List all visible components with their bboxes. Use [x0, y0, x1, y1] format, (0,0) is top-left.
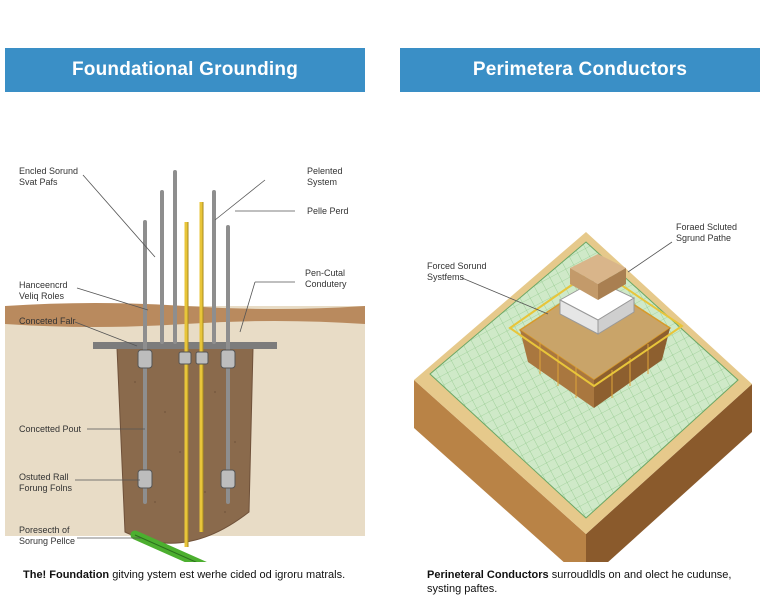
- leader-lines: [74, 174, 295, 539]
- excavation-rebar: [539, 342, 649, 398]
- label-pen-cutal: Pen-Cutal Condutery: [305, 268, 347, 289]
- label-perimeter-ground: Poresecth of Sorung Pellce: [19, 525, 76, 546]
- label-forced-ground: Forced Sorund Systfems: [427, 261, 487, 282]
- right-caption: Perineteral Conductors surroudldls on an…: [427, 568, 757, 596]
- label-reinforced-rods: Hanceencrd Veliq Roles: [19, 280, 68, 301]
- yellow-conductors: [184, 202, 203, 547]
- foundation-grounding-illustration: [5, 170, 365, 562]
- panel-title: Perimetera Conductors: [400, 48, 760, 92]
- label-patented-system: Pelented System: [307, 166, 343, 187]
- right-caption-bold: Perineteral Conductors: [427, 569, 549, 581]
- left-caption-text: gitving ystem est werhe cided od igroru …: [109, 569, 346, 581]
- left-caption-bold: The! Foundation: [23, 569, 110, 581]
- left-caption: The! Foundation gitving ystem est werhe …: [23, 568, 373, 582]
- perimeter-grid-illustration: [414, 232, 752, 562]
- soil-texture: [134, 381, 236, 513]
- leader-lines: [461, 241, 673, 315]
- block-right-face: [586, 384, 752, 562]
- rod-clamps: [137, 349, 236, 489]
- column-top: [570, 254, 626, 284]
- block-left-face: [414, 380, 586, 562]
- panel-title: Foundational Grounding: [5, 48, 365, 92]
- perimeter-conductors-panel: Perimetera Conductors: [400, 48, 760, 608]
- right-caption-text: surroudldls on and olect he cudunse, sys…: [427, 569, 732, 595]
- label-enclosed-ground: Encled Sorund Svat Pafs: [19, 166, 79, 187]
- perimeter-conductor-loop: [508, 266, 684, 388]
- label-connected-fault: Conceted Falr: [19, 316, 76, 326]
- label-connected-foot: Concetted Pout: [19, 424, 82, 434]
- label-outlined-rail: Ostuted Rall Forung Folns: [19, 472, 73, 493]
- label-pole-pad: Pelle Perd: [307, 206, 349, 216]
- foundational-grounding-panel: Foundational Grounding: [5, 48, 365, 608]
- label-foraed-scluted: Foraed Scluted Sgrund Pathe: [676, 222, 738, 243]
